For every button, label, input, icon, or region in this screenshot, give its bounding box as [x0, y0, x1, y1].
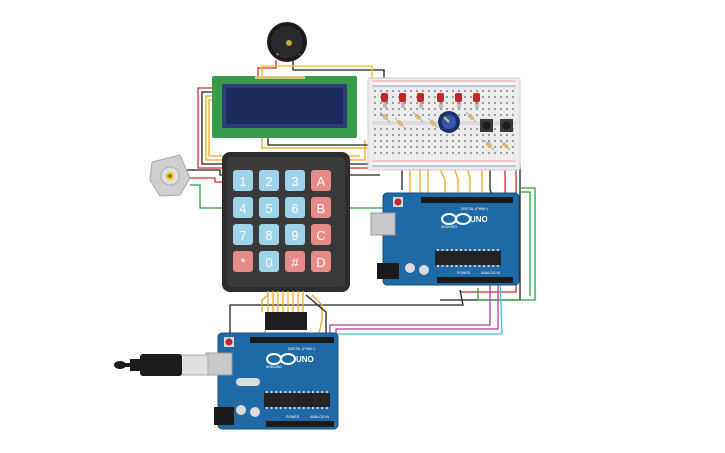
keypad-key-star[interactable]: * — [233, 251, 253, 272]
keypad-key-label: 5 — [265, 201, 272, 216]
keypad-key-label: 2 — [265, 174, 272, 189]
power-label: POWER — [286, 415, 300, 419]
keypad-key-label: A — [317, 174, 326, 189]
resistor-icon — [412, 111, 424, 123]
wire-keypad-orange-l — [261, 294, 269, 312]
led-icon[interactable] — [399, 93, 406, 108]
brand-label: ARDUINO — [441, 225, 457, 229]
keypad-key-8[interactable]: 8 — [259, 224, 279, 245]
resistor-icon — [379, 111, 391, 123]
keypad-key-label: 4 — [239, 201, 246, 216]
arduino-uno-bottom: UNO ARDUINO DIGITAL (PWM~) POWER ANALOG … — [205, 332, 339, 430]
keypad-key-2[interactable]: 2 — [259, 170, 279, 191]
led-icon[interactable] — [455, 93, 462, 108]
keypad-key-label: 9 — [291, 228, 298, 243]
keypad-key-5[interactable]: 5 — [259, 197, 279, 218]
uno-label: UNO — [470, 215, 488, 224]
wire-black-gnd — [229, 289, 464, 334]
wire-green-long — [477, 187, 536, 301]
usb-port[interactable] — [205, 352, 233, 376]
led-icon[interactable] — [437, 93, 444, 108]
keypad-key-6[interactable]: 6 — [285, 197, 305, 218]
keypad-key-3[interactable]: 3 — [285, 170, 305, 191]
keypad-connector — [265, 312, 307, 330]
svg-text:+: + — [276, 52, 279, 58]
keypad-key-hash[interactable]: # — [285, 251, 305, 272]
potentiometer-icon[interactable] — [438, 111, 460, 133]
wire-lcd-bottom-orange — [261, 138, 411, 195]
digital-label: DIGITAL (PWM~) — [461, 207, 488, 211]
wire-lcd-orange-1 — [205, 95, 366, 161]
resistor-icon — [483, 139, 495, 151]
keypad-key-label: C — [316, 228, 325, 243]
svg-text:−: − — [298, 52, 301, 58]
keypad-ribbon — [267, 291, 304, 313]
wire-lcd-top-1 — [261, 65, 373, 80]
reset-button[interactable] — [394, 198, 402, 206]
keypad-key-7[interactable]: 7 — [233, 224, 253, 245]
led-icon[interactable] — [381, 93, 388, 108]
power-jack[interactable] — [377, 263, 399, 279]
wire-motor-red — [186, 177, 222, 183]
led-icon[interactable] — [417, 93, 424, 108]
keypad-key-label: * — [240, 255, 245, 270]
keypad-key-label: 1 — [239, 174, 246, 189]
led-icon[interactable] — [473, 93, 480, 108]
leds — [381, 93, 480, 108]
keypad-key-0[interactable]: 0 — [259, 251, 279, 272]
brand-label: ARDUINO — [266, 365, 282, 369]
reset-button[interactable] — [225, 338, 233, 346]
keypad-key-label: 6 — [291, 201, 298, 216]
keypad-key-1[interactable]: 1 — [233, 170, 253, 191]
resistor-icon — [427, 117, 439, 129]
resistors — [379, 111, 511, 151]
keypad-key-label: 3 — [291, 174, 298, 189]
lcd-display — [212, 76, 357, 138]
wire-buzzer-black — [292, 60, 385, 80]
wires — [186, 60, 536, 339]
keypad-key-label: D — [316, 255, 325, 270]
usb-plug-icon[interactable] — [114, 354, 209, 376]
wire-purple-2 — [335, 280, 499, 338]
keypad-key-label: B — [317, 201, 326, 216]
resistor-icon — [394, 117, 406, 129]
keypad-key-label: 8 — [265, 228, 272, 243]
analog-label: ANALOG IN — [481, 271, 501, 275]
pushbutton-icon[interactable] — [500, 119, 513, 132]
keypad: 1 2 3 A 4 5 6 B 7 8 9 C * 0 # D — [222, 152, 350, 330]
buzzer-icon[interactable]: + − — [267, 22, 307, 62]
keypad-key-C[interactable]: C — [311, 224, 331, 245]
uno-label: UNO — [296, 355, 314, 364]
digital-label: DIGITAL (PWM~) — [288, 347, 315, 351]
resistor-icon — [465, 111, 477, 123]
keypad-key-A[interactable]: A — [311, 170, 331, 191]
keypad-key-label: 7 — [239, 228, 246, 243]
wire-purple-1 — [329, 280, 491, 338]
power-label: POWER — [457, 271, 471, 275]
usb-port[interactable] — [370, 212, 396, 236]
keypad-key-label: # — [291, 255, 299, 270]
power-jack[interactable] — [214, 407, 234, 425]
arduino-uno-top: UNO ARDUINO DIGITAL (PWM~) POWER ANALOG … — [370, 192, 520, 286]
resistor-icon — [499, 139, 511, 151]
wire-keypad-black-r — [305, 294, 327, 338]
keypad-key-label: 0 — [265, 255, 272, 270]
dc-motor-icon[interactable] — [149, 154, 191, 197]
analog-label: ANALOG IN — [310, 415, 330, 419]
wire-keypad-orange-r — [311, 294, 323, 339]
keypad-key-4[interactable]: 4 — [233, 197, 253, 218]
keypad-key-B[interactable]: B — [311, 197, 331, 218]
wire-buzzer-red — [257, 60, 277, 78]
pushbutton-icon[interactable] — [480, 119, 493, 132]
lcd-pins — [255, 76, 305, 79]
wire-green-2 — [520, 191, 531, 296]
keypad-key-D[interactable]: D — [311, 251, 331, 272]
keypad-key-9[interactable]: 9 — [285, 224, 305, 245]
